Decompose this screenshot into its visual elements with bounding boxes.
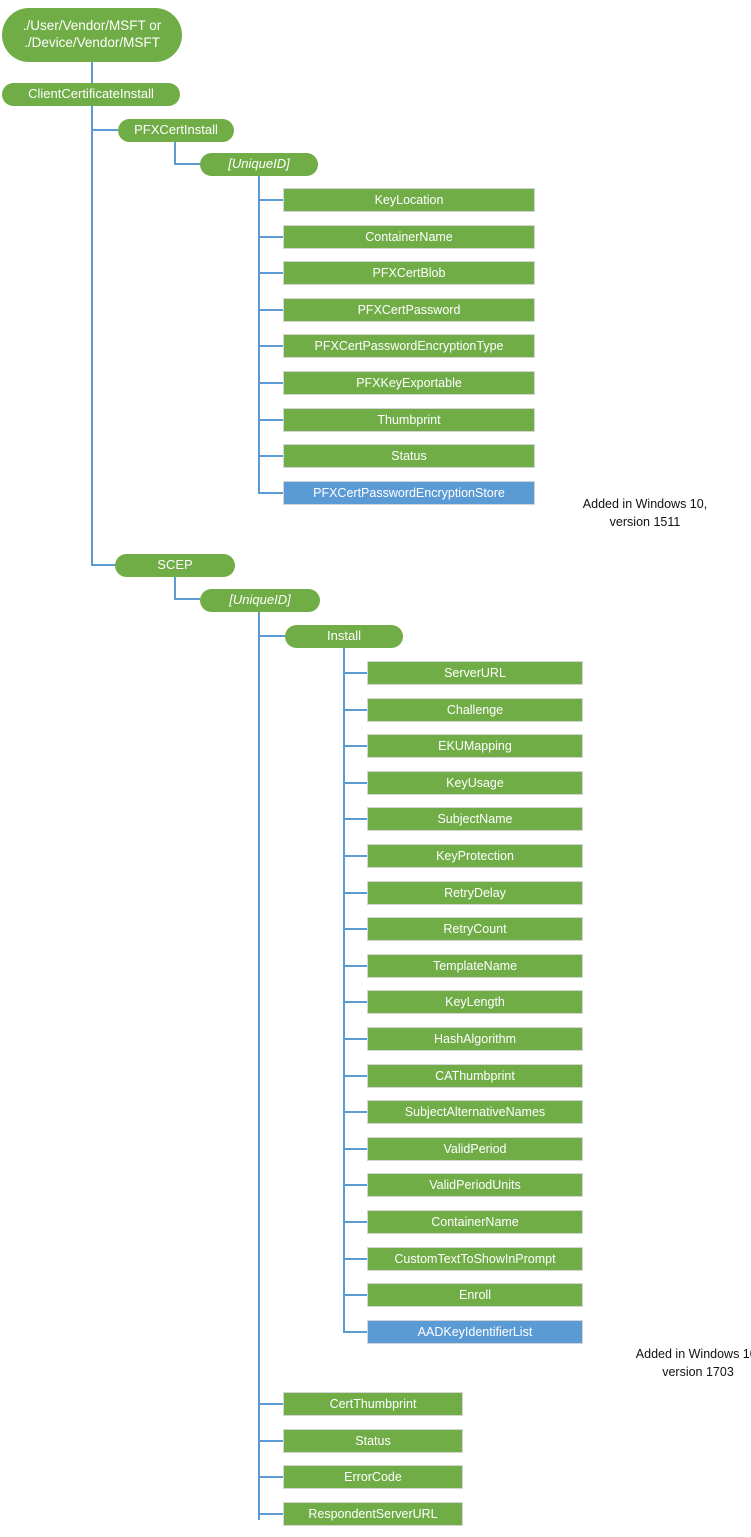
connector-scep-uid-leaf-2	[258, 1476, 283, 1478]
node-pfx-uniqueid[interactable]: [UniqueID]	[200, 153, 318, 176]
root-node[interactable]: ./User/Vendor/MSFT or./Device/Vendor/MSF…	[2, 8, 182, 62]
node-scep[interactable]: SCEP	[115, 554, 235, 577]
annotation-aadkeyidentifierlist: Added in Windows 10, version 1703	[598, 1345, 751, 1381]
connector-install-leaf-7	[343, 928, 367, 930]
node-install-leaf-validperiod[interactable]: ValidPeriod	[367, 1137, 583, 1161]
connector-pfx-leaf-8	[258, 492, 283, 494]
connector-scep-uid-leaf-1	[258, 1440, 283, 1442]
connector-pfx-uniqueid-trunk	[258, 176, 260, 493]
connector-install-leaf-9	[343, 1001, 367, 1003]
node-install-leaf-customtexttoshowinprompt[interactable]: CustomTextToShowInPrompt	[367, 1247, 583, 1271]
annotation-pfxcertpasswordencryptionstore: Added in Windows 10, version 1511	[545, 495, 745, 531]
connector-scep-uniqueid-trunk	[258, 612, 260, 1520]
node-install-leaf-containername[interactable]: ContainerName	[367, 1210, 583, 1234]
connector-pfx-leaf-6	[258, 419, 283, 421]
connector-install-leaf-1	[343, 709, 367, 711]
connector-pfxcertinstall-to-uniqueid-h	[174, 163, 200, 165]
connector-pfx-leaf-5	[258, 382, 283, 384]
connector-install-leaf-3	[343, 782, 367, 784]
node-install-leaf-validperiodunits[interactable]: ValidPeriodUnits	[367, 1173, 583, 1197]
node-install-leaf-keyprotection[interactable]: KeyProtection	[367, 844, 583, 868]
node-pfx-leaf-pfxkeyexportable[interactable]: PFXKeyExportable	[283, 371, 535, 395]
connector-install-trunk	[343, 648, 345, 1332]
node-pfx-leaf-pfxcertpasswordencryptiontype[interactable]: PFXCertPasswordEncryptionType	[283, 334, 535, 358]
connector-scep-to-uniqueid	[174, 577, 176, 599]
node-install-leaf-serverurl[interactable]: ServerURL	[367, 661, 583, 685]
node-install-leaf-retrycount[interactable]: RetryCount	[367, 917, 583, 941]
annotation-pfxcertpasswordencryptionstore-line2: version 1511	[609, 515, 681, 530]
node-pfx-leaf-pfxcertblob[interactable]: PFXCertBlob	[283, 261, 535, 285]
connector-pfx-leaf-0	[258, 199, 283, 201]
connector-pfx-leaf-3	[258, 309, 283, 311]
connector-install-leaf-8	[343, 965, 367, 967]
node-install-leaf-retrydelay[interactable]: RetryDelay	[367, 881, 583, 905]
connector-install-leaf-18	[343, 1331, 367, 1333]
connector-scep-uniqueid-to-install	[258, 635, 285, 637]
connector-install-leaf-0	[343, 672, 367, 674]
node-clientcertificateinstall[interactable]: ClientCertificateInstall	[2, 83, 180, 106]
connector-install-leaf-2	[343, 745, 367, 747]
node-install-leaf-ekumapping[interactable]: EKUMapping	[367, 734, 583, 758]
connector-install-leaf-17	[343, 1294, 367, 1296]
connector-cci-to-scep	[91, 564, 115, 566]
connector-install-leaf-5	[343, 855, 367, 857]
connector-scep-uid-leaf-0	[258, 1403, 283, 1405]
connector-install-leaf-12	[343, 1111, 367, 1113]
node-install-leaf-keylength[interactable]: KeyLength	[367, 990, 583, 1014]
connector-install-leaf-11	[343, 1075, 367, 1077]
node-install-leaf-hashalgorithm[interactable]: HashAlgorithm	[367, 1027, 583, 1051]
annotation-pfxcertpasswordencryptionstore-line1: Added in Windows 10,	[582, 497, 708, 511]
node-install-leaf-enroll[interactable]: Enroll	[367, 1283, 583, 1307]
connector-scep-uid-leaf-3	[258, 1513, 283, 1515]
connector-pfx-leaf-7	[258, 455, 283, 457]
connector-install-leaf-16	[343, 1258, 367, 1260]
node-pfx-leaf-status[interactable]: Status	[283, 444, 535, 468]
connector-pfx-leaf-2	[258, 272, 283, 274]
node-pfx-leaf-thumbprint[interactable]: Thumbprint	[283, 408, 535, 432]
connector-pfx-leaf-4	[258, 345, 283, 347]
connector-install-leaf-13	[343, 1148, 367, 1150]
connector-install-leaf-10	[343, 1038, 367, 1040]
node-pfx-leaf-containername[interactable]: ContainerName	[283, 225, 535, 249]
connector-root-to-cci	[91, 62, 93, 83]
node-install-leaf-keyusage[interactable]: KeyUsage	[367, 771, 583, 795]
connector-scep-to-uniqueid-h	[174, 598, 200, 600]
node-scep-uid-leaf-respondentserverurl[interactable]: RespondentServerURL	[283, 1502, 463, 1526]
node-scep-uid-leaf-status[interactable]: Status	[283, 1429, 463, 1453]
root-node-line2: ./Device/Vendor/MSFT	[24, 35, 160, 50]
connector-install-leaf-15	[343, 1221, 367, 1223]
node-pfx-leaf-pfxcertpassword[interactable]: PFXCertPassword	[283, 298, 535, 322]
connector-install-leaf-4	[343, 818, 367, 820]
node-pfxcertinstall[interactable]: PFXCertInstall	[118, 119, 234, 142]
connector-install-leaf-14	[343, 1184, 367, 1186]
node-scep-uniqueid[interactable]: [UniqueID]	[200, 589, 320, 612]
node-scep-uid-leaf-certthumbprint[interactable]: CertThumbprint	[283, 1392, 463, 1416]
connector-cci-trunk	[91, 106, 93, 565]
connector-pfx-leaf-1	[258, 236, 283, 238]
connector-cci-to-pfxcertinstall	[91, 129, 118, 131]
node-scep-uid-leaf-errorcode[interactable]: ErrorCode	[283, 1465, 463, 1489]
node-install-leaf-templatename[interactable]: TemplateName	[367, 954, 583, 978]
node-install-leaf-aadkeyidentifierlist[interactable]: AADKeyIdentifierList	[367, 1320, 583, 1344]
node-pfx-leaf-keylocation[interactable]: KeyLocation	[283, 188, 535, 212]
node-install-leaf-cathumbprint[interactable]: CAThumbprint	[367, 1064, 583, 1088]
node-install-leaf-subjectname[interactable]: SubjectName	[367, 807, 583, 831]
annotation-aadkeyidentifierlist-line2: version 1703	[662, 1365, 734, 1380]
root-node-line1: ./User/Vendor/MSFT or	[22, 18, 162, 34]
node-install[interactable]: Install	[285, 625, 403, 648]
node-install-leaf-challenge[interactable]: Challenge	[367, 698, 583, 722]
annotation-aadkeyidentifierlist-line1: Added in Windows 10,	[635, 1347, 751, 1361]
connector-install-leaf-6	[343, 892, 367, 894]
node-pfx-leaf-pfxcertpasswordencryptionstore[interactable]: PFXCertPasswordEncryptionStore	[283, 481, 535, 505]
connector-pfxcertinstall-to-uniqueid	[174, 142, 176, 164]
node-install-leaf-subjectalternativenames[interactable]: SubjectAlternativeNames	[367, 1100, 583, 1124]
